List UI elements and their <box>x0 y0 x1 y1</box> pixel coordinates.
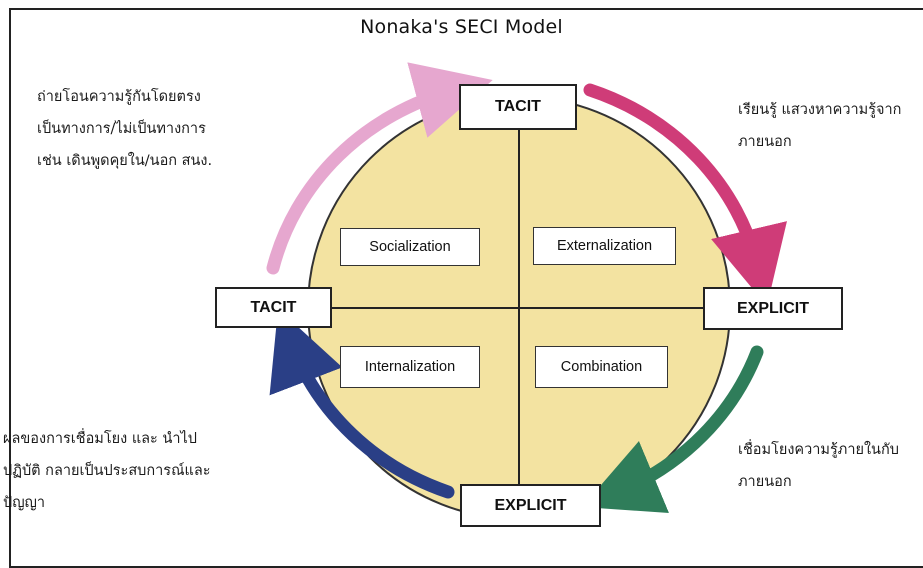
note-internalization: ผลของการเชื่อมโยง และ นำไป ปฏิบัติ กลายเ… <box>3 423 211 519</box>
diagram-title: Nonaka's SECI Model <box>360 16 563 38</box>
node-tacit-left: TACIT <box>215 287 332 328</box>
note-combination: เชื่อมโยงความรู้ภายในกับ ภายนอก <box>738 434 899 498</box>
note-line: ถ่ายโอนความรู้กันโดยตรง <box>37 89 201 105</box>
note-line: ภายนอก <box>738 474 792 490</box>
arrow-socialization <box>266 62 493 275</box>
note-line: ผลของการเชื่อมโยง และ นำไป <box>3 431 198 447</box>
note-line: ปัญญา <box>3 495 46 511</box>
diagram-graphics <box>266 62 787 520</box>
note-line: เรียนรู้ แสวงหาความรู้จาก <box>738 102 902 118</box>
note-line: เป็นทางการ/ไม่เป็นทางการ <box>37 121 206 137</box>
quadrant-combination: Combination <box>535 346 668 388</box>
quadrant-internalization: Internalization <box>340 346 480 388</box>
note-line: เชื่อมโยงความรู้ภายในกับ <box>738 442 899 458</box>
seci-diagram: Nonaka's SECI Model TACIT TACIT EXPLICIT… <box>3 8 923 568</box>
note-line: เช่น เดินพูดคุยใน/นอก สนง. <box>37 153 213 169</box>
quadrant-externalization: Externalization <box>533 227 676 265</box>
node-explicit-right: EXPLICIT <box>703 287 843 330</box>
note-line: ภายนอก <box>738 134 792 150</box>
arrow-internalization <box>269 308 455 499</box>
note-socialization: ถ่ายโอนความรู้กันโดยตรง เป็นทางการ/ไม่เป… <box>37 81 212 177</box>
node-tacit-top: TACIT <box>459 84 577 130</box>
arrow-externalization <box>583 83 787 306</box>
quadrant-socialization: Socialization <box>340 228 480 266</box>
node-explicit-bottom: EXPLICIT <box>460 484 601 527</box>
arrow-combination <box>582 345 764 513</box>
note-externalization: เรียนรู้ แสวงหาความรู้จาก ภายนอก <box>738 94 901 158</box>
note-line: ปฏิบัติ กลายเป็นประสบการณ์และ <box>3 463 211 479</box>
